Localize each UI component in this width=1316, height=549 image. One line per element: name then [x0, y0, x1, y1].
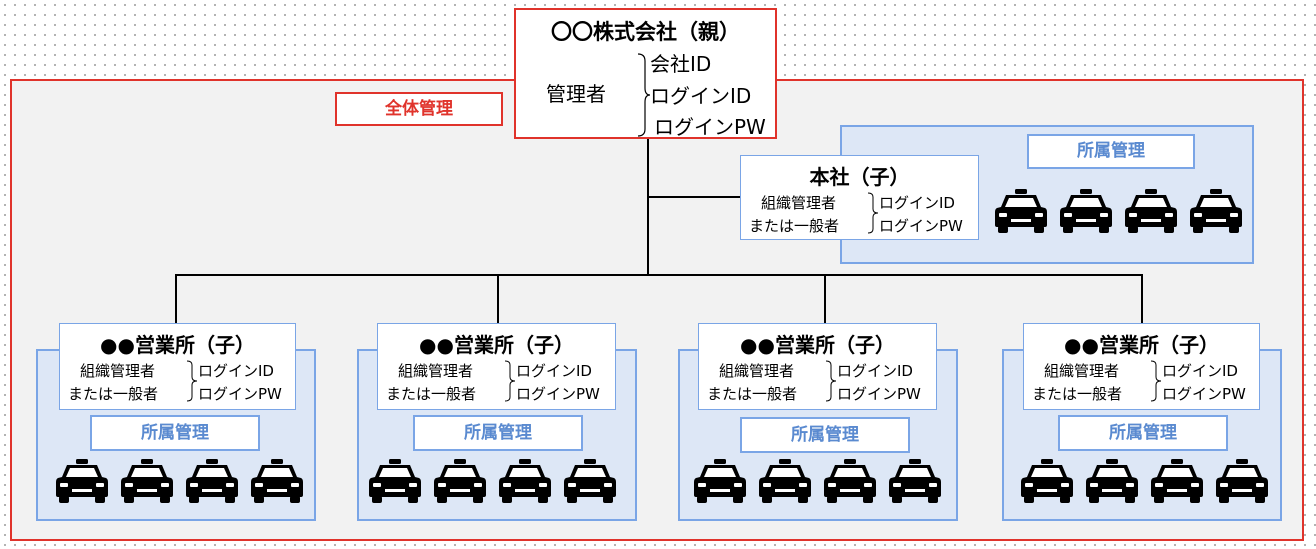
taxi-icon [368, 458, 422, 504]
taxi-icon [433, 458, 487, 504]
taxi-icon [185, 458, 239, 504]
connector-horizontal [175, 274, 1143, 276]
branch-box-3: ●●営業所（子） 組織管理者 または一般者 ログインID ログインPW [698, 323, 937, 410]
brace-icon [1150, 360, 1162, 402]
head-office-group-label: 所属管理 [1027, 134, 1195, 169]
branch-group-label-4: 所属管理 [1058, 415, 1228, 451]
branch-role-admin: 組織管理者 [1044, 362, 1120, 380]
connector-branch-2 [497, 274, 499, 324]
parent-item-login-pw: ログインPW [654, 115, 766, 139]
branch-role-general: または一般者 [707, 385, 798, 403]
parent-role: 管理者 [546, 82, 606, 106]
taxi-icon [758, 458, 812, 504]
branch-role-admin: 組織管理者 [80, 362, 156, 380]
branch-login-pw: ログインPW [837, 385, 921, 403]
head-office-login-id: ログインID [879, 194, 955, 212]
taxi-icon [563, 458, 617, 504]
taxi-icon [1189, 188, 1243, 234]
branch-login-id: ログインID [516, 362, 592, 380]
taxi-icon [55, 458, 109, 504]
branch-role-admin: 組織管理者 [398, 362, 474, 380]
connector-trunk [647, 139, 649, 275]
head-office-role-admin: 組織管理者 [761, 194, 837, 212]
parent-company-title: 〇〇株式会社（親） [551, 20, 740, 44]
taxi-icon [994, 188, 1048, 234]
taxi-icon [1020, 458, 1074, 504]
head-office-role-general: または一般者 [749, 217, 840, 235]
branch-group-label-2: 所属管理 [413, 415, 583, 451]
branch-title: ●●営業所（子） [100, 333, 255, 357]
branch-role-general: または一般者 [386, 385, 477, 403]
head-office-login-pw: ログインPW [879, 217, 963, 235]
brace-icon [504, 360, 516, 402]
brace-icon [825, 360, 837, 402]
branch-role-general: または一般者 [68, 385, 159, 403]
branch-login-pw: ログインPW [516, 385, 600, 403]
brace-icon [867, 192, 879, 234]
connector-branch-4 [1141, 274, 1143, 324]
branch-group-label-3: 所属管理 [740, 417, 910, 453]
branch-box-1: ●●営業所（子） 組織管理者 または一般者 ログインID ログインPW [59, 323, 296, 410]
branch-role-admin: 組織管理者 [719, 362, 795, 380]
head-office-title: 本社（子） [809, 165, 910, 189]
parent-item-login-id: ログインID [650, 84, 752, 108]
parent-company-box: 〇〇株式会社（親） 管理者 会社ID ログインID ログインPW [514, 8, 777, 139]
branch-title: ●●営業所（子） [419, 333, 574, 357]
taxi-icon [120, 458, 174, 504]
branch-login-id: ログインID [198, 362, 274, 380]
brace-icon [186, 360, 198, 402]
branch-box-2: ●●営業所（子） 組織管理者 または一般者 ログインID ログインPW [377, 323, 616, 410]
taxi-icon [250, 458, 304, 504]
taxi-icon [823, 458, 877, 504]
overall-management-label: 全体管理 [335, 92, 503, 126]
connector-branch-1 [175, 274, 177, 324]
taxi-icon [1124, 188, 1178, 234]
branch-login-pw: ログインPW [198, 385, 282, 403]
taxi-icon [888, 458, 942, 504]
branch-box-4: ●●営業所（子） 組織管理者 または一般者 ログインID ログインPW [1023, 323, 1260, 410]
parent-item-company-id: 会社ID [650, 52, 712, 76]
connector-head-office [647, 196, 742, 198]
brace-icon [637, 53, 651, 137]
branch-login-id: ログインID [1162, 362, 1238, 380]
branch-login-id: ログインID [837, 362, 913, 380]
taxi-icon [1150, 458, 1204, 504]
branch-title: ●●営業所（子） [740, 333, 895, 357]
taxi-icon [1085, 458, 1139, 504]
branch-login-pw: ログインPW [1162, 385, 1246, 403]
head-office-box: 本社（子） 組織管理者 または一般者 ログインID ログインPW [740, 155, 979, 240]
branch-title: ●●営業所（子） [1064, 333, 1219, 357]
connector-branch-3 [824, 274, 826, 324]
taxi-icon [498, 458, 552, 504]
branch-group-label-1: 所属管理 [90, 415, 260, 451]
taxi-icon [693, 458, 747, 504]
taxi-icon [1059, 188, 1113, 234]
taxi-icon [1215, 458, 1269, 504]
branch-role-general: または一般者 [1032, 385, 1123, 403]
